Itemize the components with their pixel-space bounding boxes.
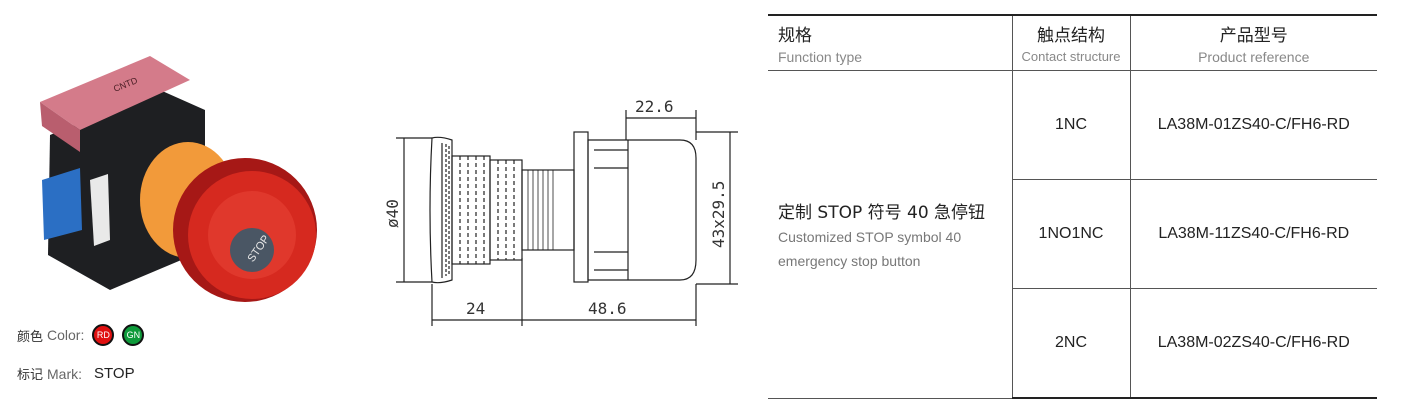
color-swatch-rd: RD — [92, 324, 115, 346]
function-type-en-line2: emergency stop button — [778, 252, 921, 269]
header-contact-structure-cn: 触点结构 — [1037, 26, 1105, 46]
function-type-cn: 定制 STOP 符号 40 急停钮 — [778, 202, 986, 223]
dim-bottom-left-label: 24 — [466, 299, 485, 318]
product-reference-cell: LA38M-01ZS40-C/FH6-RD — [1129, 70, 1377, 180]
dim-right-label: 43x29.5 — [709, 181, 728, 248]
header-contact-structure-en: Contact structure — [1021, 49, 1121, 64]
header-function-type-cn: 规格 — [778, 26, 812, 46]
contact-structure-cell: 1NO1NC — [1012, 179, 1131, 289]
drawing-nut-ridges — [497, 160, 515, 260]
header-product-reference-cn: 产品型号 — [1219, 26, 1288, 46]
drawing-flange — [573, 131, 589, 283]
drawing-head-ridges — [445, 144, 450, 276]
drawing-thread-lines — [527, 170, 554, 250]
dimension-drawing: 22.6 ø40 43x29.5 24 48.6 — [383, 97, 738, 326]
table-row: 1NO1NC LA38M-11ZS40-C/FH6-RD — [768, 179, 1377, 289]
table-row: 2NC LA38M-02ZS40-C/FH6-RD — [768, 288, 1377, 399]
product-reference-cell: LA38M-11ZS40-C/FH6-RD — [1129, 179, 1377, 289]
spec-table: 规格 Function type 触点结构 Contact structure … — [768, 14, 1377, 399]
color-row: 颜色 Color: RD GN — [17, 324, 145, 346]
mark-row: 标记 Mark: STOP — [17, 364, 135, 383]
contact-structure-cell: 2NC — [1012, 288, 1131, 399]
mark-label-en: Mark: — [47, 365, 83, 382]
dim-left-label: ø40 — [383, 199, 402, 228]
stop-center — [230, 228, 274, 272]
product-photo: CNTD STOP — [40, 56, 317, 302]
dim-bottom-right-label: 48.6 — [588, 299, 627, 318]
table-header-row: 规格 Function type 触点结构 Contact structure … — [768, 14, 1377, 71]
header-contact-structure: 触点结构 Contact structure — [1011, 14, 1131, 71]
header-product-reference: 产品型号 Product reference — [1129, 14, 1377, 71]
header-product-reference-en: Product reference — [1198, 49, 1310, 65]
drawing-neck-ridges — [459, 156, 485, 264]
mark-label-cn: 标记 — [17, 368, 44, 383]
drawing-body-detail — [594, 140, 629, 280]
contact-structure-cell: 1NC — [1011, 70, 1131, 180]
label-block-pink-side — [40, 102, 80, 152]
drawing-body — [587, 139, 697, 281]
drawing-head — [429, 136, 453, 284]
function-type-cell: 定制 STOP 符号 40 急停钮 Customized STOP symbol… — [768, 70, 1013, 399]
contact-block-blue — [42, 168, 82, 240]
function-type-en-line1: Customized STOP symbol 40 — [778, 228, 962, 245]
header-function-type: 规格 Function type — [768, 14, 1013, 71]
mark-value: STOP — [94, 365, 135, 382]
table-row: 定制 STOP 符号 40 急停钮 Customized STOP symbol… — [768, 70, 1377, 399]
label-block-pink — [40, 56, 190, 130]
header-function-type-en: Function type — [778, 49, 863, 65]
color-label-cn: 颜色 — [17, 329, 44, 345]
product-reference-cell: LA38M-02ZS40-C/FH6-RD — [1129, 288, 1377, 399]
color-swatch-gn: GN — [122, 324, 145, 346]
color-label-en: Color: — [47, 327, 85, 343]
latch-white — [90, 174, 110, 246]
dim-top-label: 22.6 — [635, 97, 674, 116]
